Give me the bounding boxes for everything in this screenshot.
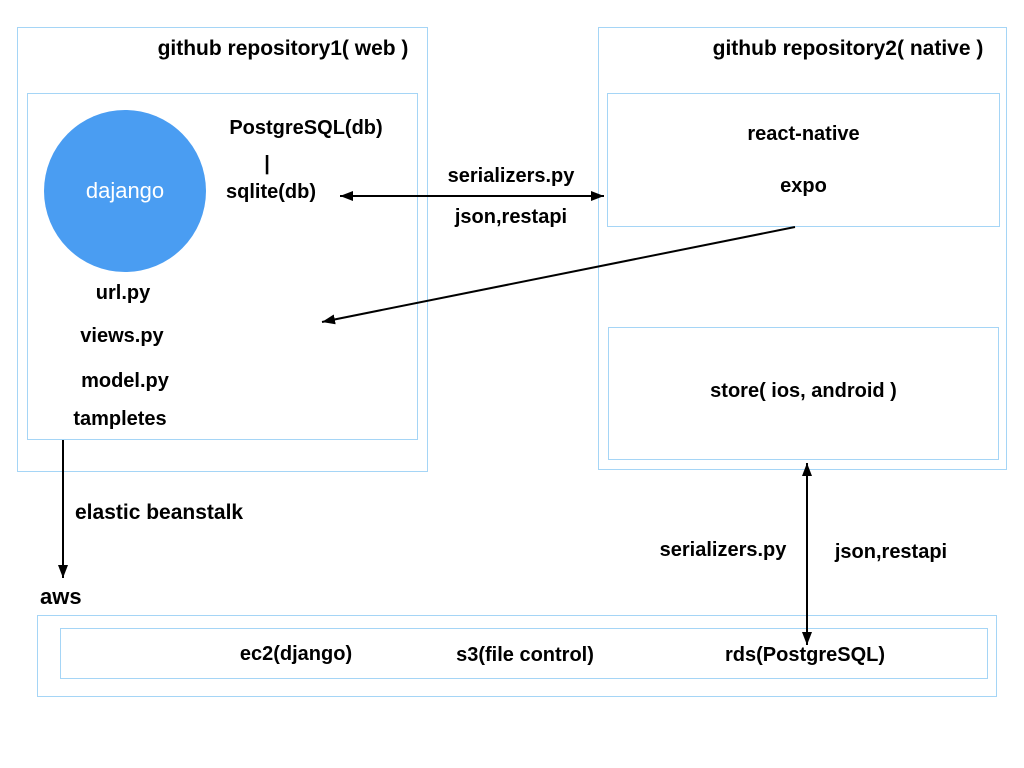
store-db-serializers-label: serializers.py — [659, 539, 787, 561]
file-views-py: views.py — [80, 325, 164, 347]
elastic-beanstalk-label: elastic beanstalk — [75, 501, 244, 524]
file-model-py: model.py — [81, 370, 169, 392]
react-native-box — [607, 93, 1000, 227]
web-native-serializers-label: serializers.py — [447, 165, 575, 187]
repo1-title: github repository1( web ) — [157, 37, 409, 60]
db-link-bar: | — [264, 153, 270, 175]
store-box — [608, 327, 999, 460]
ec2-label: ec2(django) — [239, 643, 353, 665]
web-native-json-label: json,restapi — [454, 206, 568, 228]
aws-outer-box — [37, 615, 997, 697]
sqlite-db-label: sqlite(db) — [226, 181, 316, 203]
store-db-json-label: json,restapi — [834, 541, 948, 563]
react-native-label: react-native — [747, 123, 860, 145]
file-url-py: url.py — [95, 282, 151, 304]
django-circle-label: dajango — [85, 178, 165, 203]
file-tampletes: tampletes — [73, 408, 167, 430]
aws-inner-box — [60, 628, 988, 679]
expo-label: expo — [780, 175, 827, 197]
repo2-title: github repository2( native ) — [712, 37, 984, 60]
s3-label: s3(file control) — [456, 644, 594, 666]
postgresql-db-label: PostgreSQL(db) — [229, 117, 383, 139]
store-label: store( ios, android ) — [710, 380, 897, 402]
rds-label: rds(PostgreSQL) — [724, 644, 886, 666]
aws-label: aws — [40, 584, 82, 609]
django-circle: dajango — [44, 110, 206, 272]
